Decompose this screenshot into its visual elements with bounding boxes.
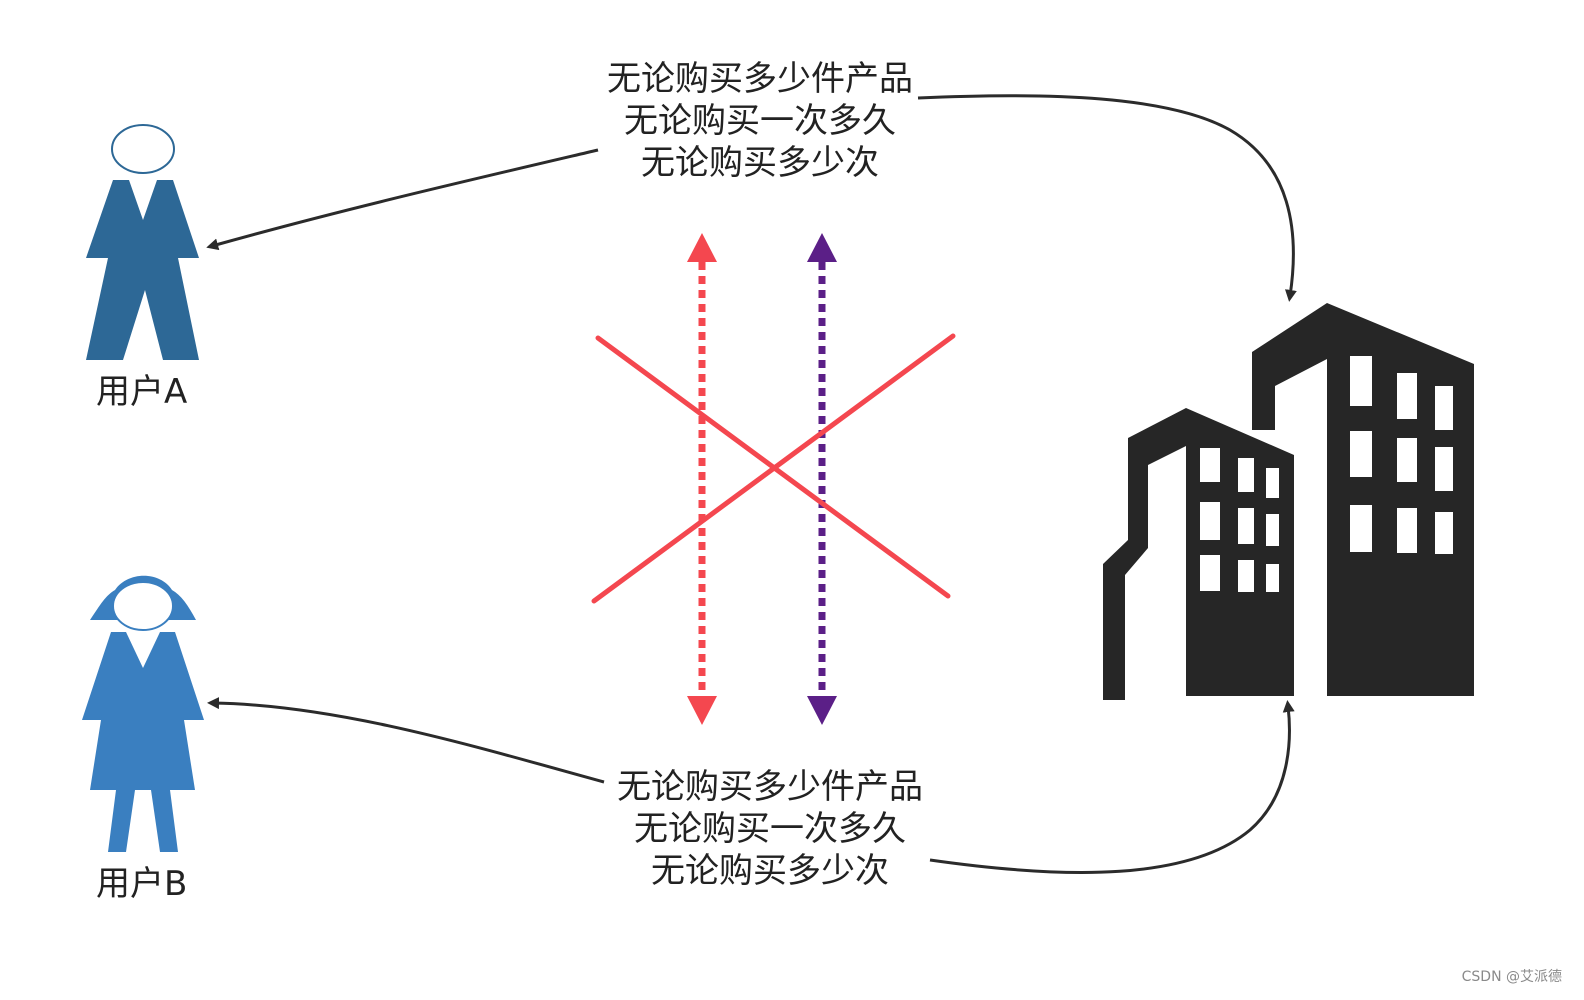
message-bottom-line2: 无论购买一次多久 (634, 809, 906, 849)
message-bottom-line3: 无论购买多少次 (651, 851, 889, 891)
building-icon (1103, 303, 1474, 700)
message-top-line3: 无论购买多少次 (641, 143, 879, 183)
connector-bottom-to-user-b (207, 697, 605, 784)
connector-bottom-to-building (929, 700, 1295, 874)
user-b-label: 用户B (96, 864, 188, 904)
watermark: CSDN @艾派德 (1461, 969, 1562, 985)
purple-dotted-double-arrow (807, 233, 837, 725)
red-cross-mark (591, 333, 956, 604)
message-top-line1: 无论购买多少件产品 (607, 59, 913, 99)
user-a-label: 用户A (96, 372, 188, 412)
message-top: 无论购买多少件产品 无论购买一次多久 无论购买多少次 (590, 58, 930, 184)
connector-top-to-user-a (206, 148, 599, 251)
connector-top-to-building (917, 94, 1297, 302)
user-a-icon (86, 124, 199, 360)
message-bottom-line1: 无论购买多少件产品 (617, 767, 923, 807)
red-dotted-double-arrow (687, 233, 717, 725)
user-b-icon (82, 575, 204, 852)
message-bottom: 无论购买多少件产品 无论购买一次多久 无论购买多少次 (600, 766, 940, 892)
message-top-line2: 无论购买一次多久 (624, 101, 896, 141)
